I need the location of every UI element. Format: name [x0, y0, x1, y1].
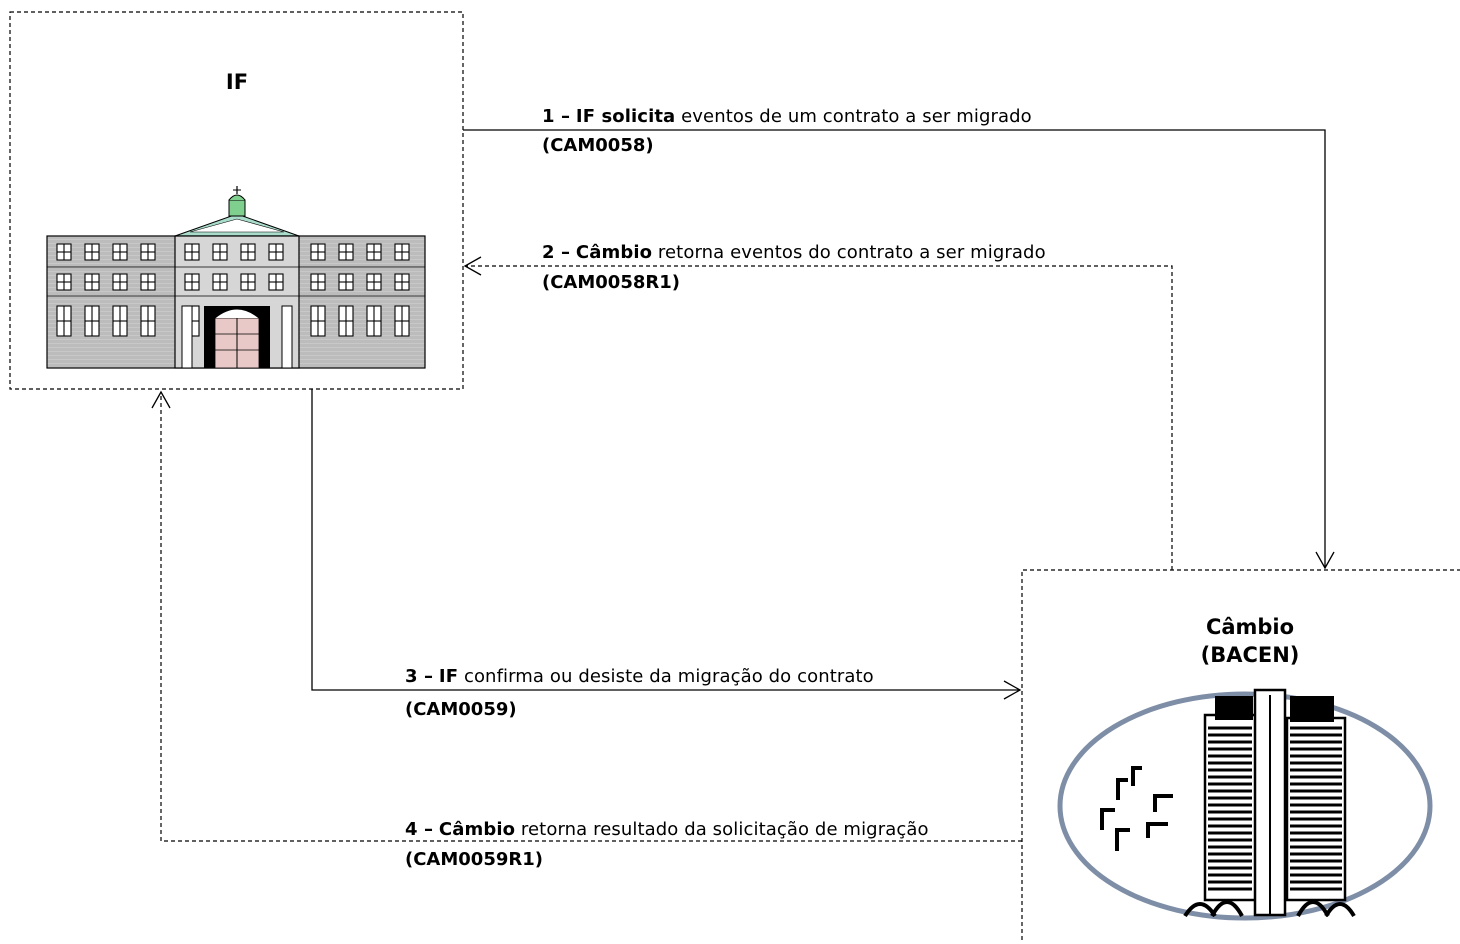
message-3-code: (CAM0059)	[405, 699, 517, 720]
arrow-1	[463, 129, 1326, 568]
central-bank-tower-icon	[1057, 688, 1433, 921]
message-2-text: retorna eventos do contrato a ser migrad…	[657, 242, 1046, 263]
message-1-label: 1 – IF solicita eventos de um contrato a…	[542, 106, 1032, 128]
arrow-2-head	[463, 256, 482, 276]
message-2-actor: Câmbio	[575, 242, 653, 263]
message-1-code: (CAM0058)	[542, 135, 654, 156]
cambio-title-line1: Câmbio	[1205, 615, 1295, 639]
arrow-4-head	[151, 390, 171, 409]
message-2-step: 2 –	[542, 242, 571, 263]
message-1-text: eventos de um contrato a ser migrado	[681, 106, 1032, 127]
message-3-label: 3 – IF confirma ou desiste da migração d…	[405, 666, 874, 688]
message-3-text: confirma ou desiste da migração do contr…	[463, 666, 874, 687]
message-3-step: 3 –	[405, 666, 434, 687]
if-title: IF	[225, 70, 249, 94]
message-4-code: (CAM0059R1)	[405, 849, 543, 870]
message-4-actor: Câmbio	[438, 819, 516, 840]
arrow-1-head	[1315, 551, 1335, 570]
bank-building-icon	[46, 186, 426, 369]
message-1-actor: IF solicita	[575, 106, 676, 127]
arrow-3-head	[1003, 680, 1022, 700]
message-4-text: retorna resultado da solicitação de migr…	[520, 819, 929, 840]
cambio-box	[1021, 569, 1460, 940]
message-4-step: 4 –	[405, 819, 434, 840]
arrow-3	[311, 389, 1020, 691]
message-4-label: 4 – Câmbio retorna resultado da solicita…	[405, 819, 929, 841]
message-1-step: 1 –	[542, 106, 571, 127]
message-3-actor: IF	[438, 666, 459, 687]
message-2-label: 2 – Câmbio retorna eventos do contrato a…	[542, 242, 1046, 264]
arrow-4	[160, 392, 1022, 842]
if-box	[9, 11, 464, 390]
cambio-title-line2: (BACEN)	[1200, 643, 1300, 667]
arrow-2	[465, 265, 1173, 570]
message-2-code: (CAM0058R1)	[542, 272, 680, 293]
